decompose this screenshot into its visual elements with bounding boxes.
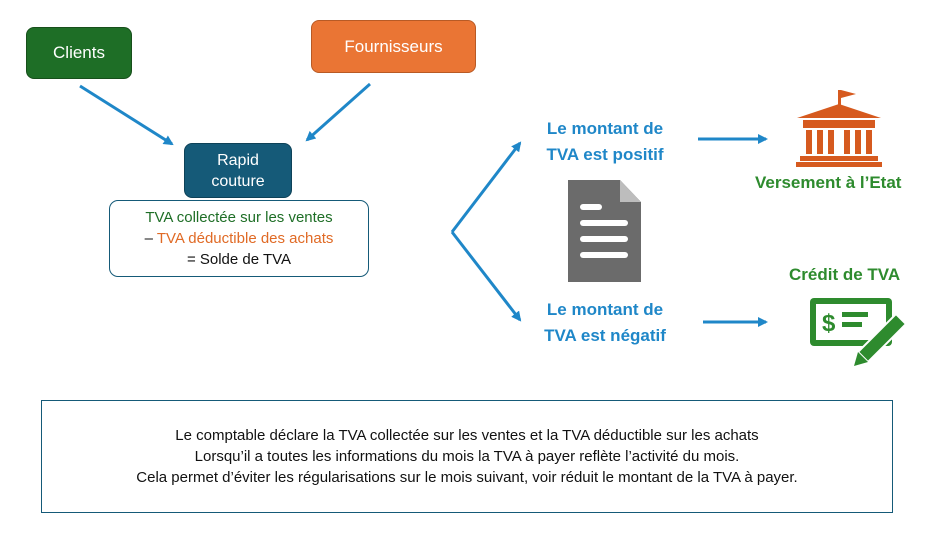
note-line2: Lorsqu’il a toutes les informations du m…	[194, 448, 740, 465]
formula-line-balance: = Solde de TVA	[186, 251, 292, 268]
negative-line2: TVA est négatif	[544, 326, 666, 345]
arrow-fournisseurs-to-rapid	[305, 82, 371, 142]
positive-line2: TVA est positif	[546, 145, 664, 164]
rapid-label-line2: couture	[211, 172, 265, 190]
credit-tva-label: Crédit de TVA	[789, 265, 901, 284]
arrow-clients-to-rapid	[79, 84, 174, 146]
branch-arrow-negative	[450, 231, 522, 322]
explanation-note-box: Le comptable déclare la TVA collectée su…	[41, 400, 893, 513]
formula-minus-sign: –	[144, 230, 157, 247]
rapid-label-line1: Rapid	[217, 151, 259, 169]
rapid-couture-node: Rapid couture	[184, 143, 292, 198]
formula-line-collected: TVA collectée sur les ventes	[145, 209, 333, 226]
formula-deductible-text: TVA déductible des achats	[156, 230, 334, 247]
formula-line-deductible: – TVA déductible des achats	[145, 228, 334, 249]
tva-formula-box: TVA collectée sur les ventes – TVA déduc…	[109, 200, 369, 277]
document-icon	[568, 180, 641, 282]
fournisseurs-label: Fournisseurs	[344, 36, 443, 56]
negative-amount-label: Le montant de TVA est négatif	[530, 297, 680, 349]
fournisseurs-node: Fournisseurs	[311, 20, 476, 73]
note-line3: Cela permet d’éviter les régularisations…	[136, 469, 798, 486]
svg-text:$: $	[822, 310, 836, 337]
clients-label: Clients	[53, 43, 105, 62]
note-line1: Le comptable déclare la TVA collectée su…	[175, 427, 759, 444]
positive-amount-label: Le montant de TVA est positif	[530, 116, 680, 168]
positive-line1: Le montant de	[546, 119, 664, 138]
cheque-icon: $	[810, 298, 908, 366]
clients-node: Clients	[26, 27, 132, 79]
negative-line1: Le montant de	[546, 300, 664, 319]
versement-etat-label: Versement à l’Etat	[755, 173, 902, 192]
government-building-icon	[796, 90, 882, 167]
branch-arrow-positive	[450, 141, 522, 233]
